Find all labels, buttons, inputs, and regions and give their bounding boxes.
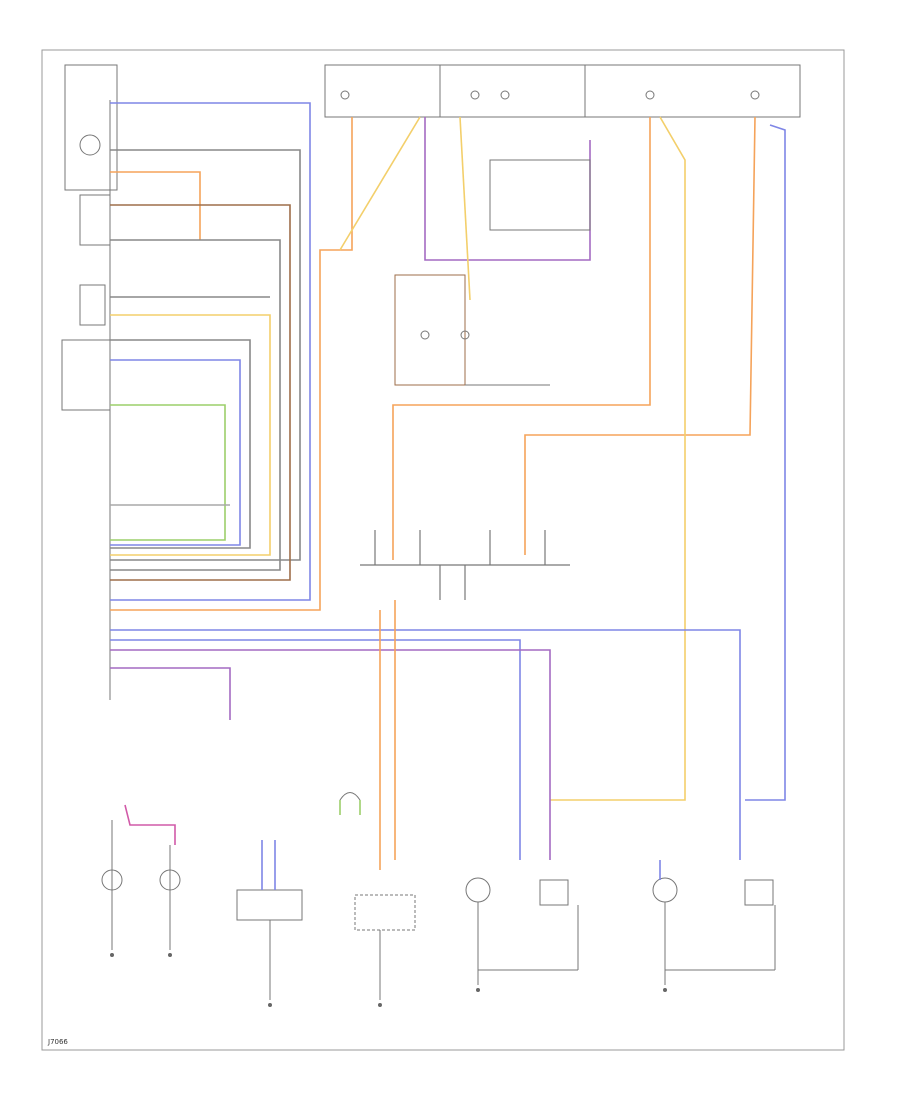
left-harness-wires <box>110 102 311 601</box>
feed-wires <box>110 116 786 801</box>
junction-bar <box>360 530 570 600</box>
connector-small <box>339 792 361 815</box>
left-switch-assembly <box>61 64 118 700</box>
control-module <box>236 840 303 1000</box>
center-relays <box>394 159 591 386</box>
bulb-row <box>465 860 776 985</box>
lower-center-switch <box>354 894 416 1000</box>
ground-symbols <box>110 953 667 1007</box>
footer-code: J7066 <box>47 1038 68 1046</box>
mid-harness <box>110 600 741 870</box>
lower-left-lamps <box>101 804 181 950</box>
diagram-frame <box>41 49 845 1051</box>
fuse-box-top <box>324 64 801 118</box>
